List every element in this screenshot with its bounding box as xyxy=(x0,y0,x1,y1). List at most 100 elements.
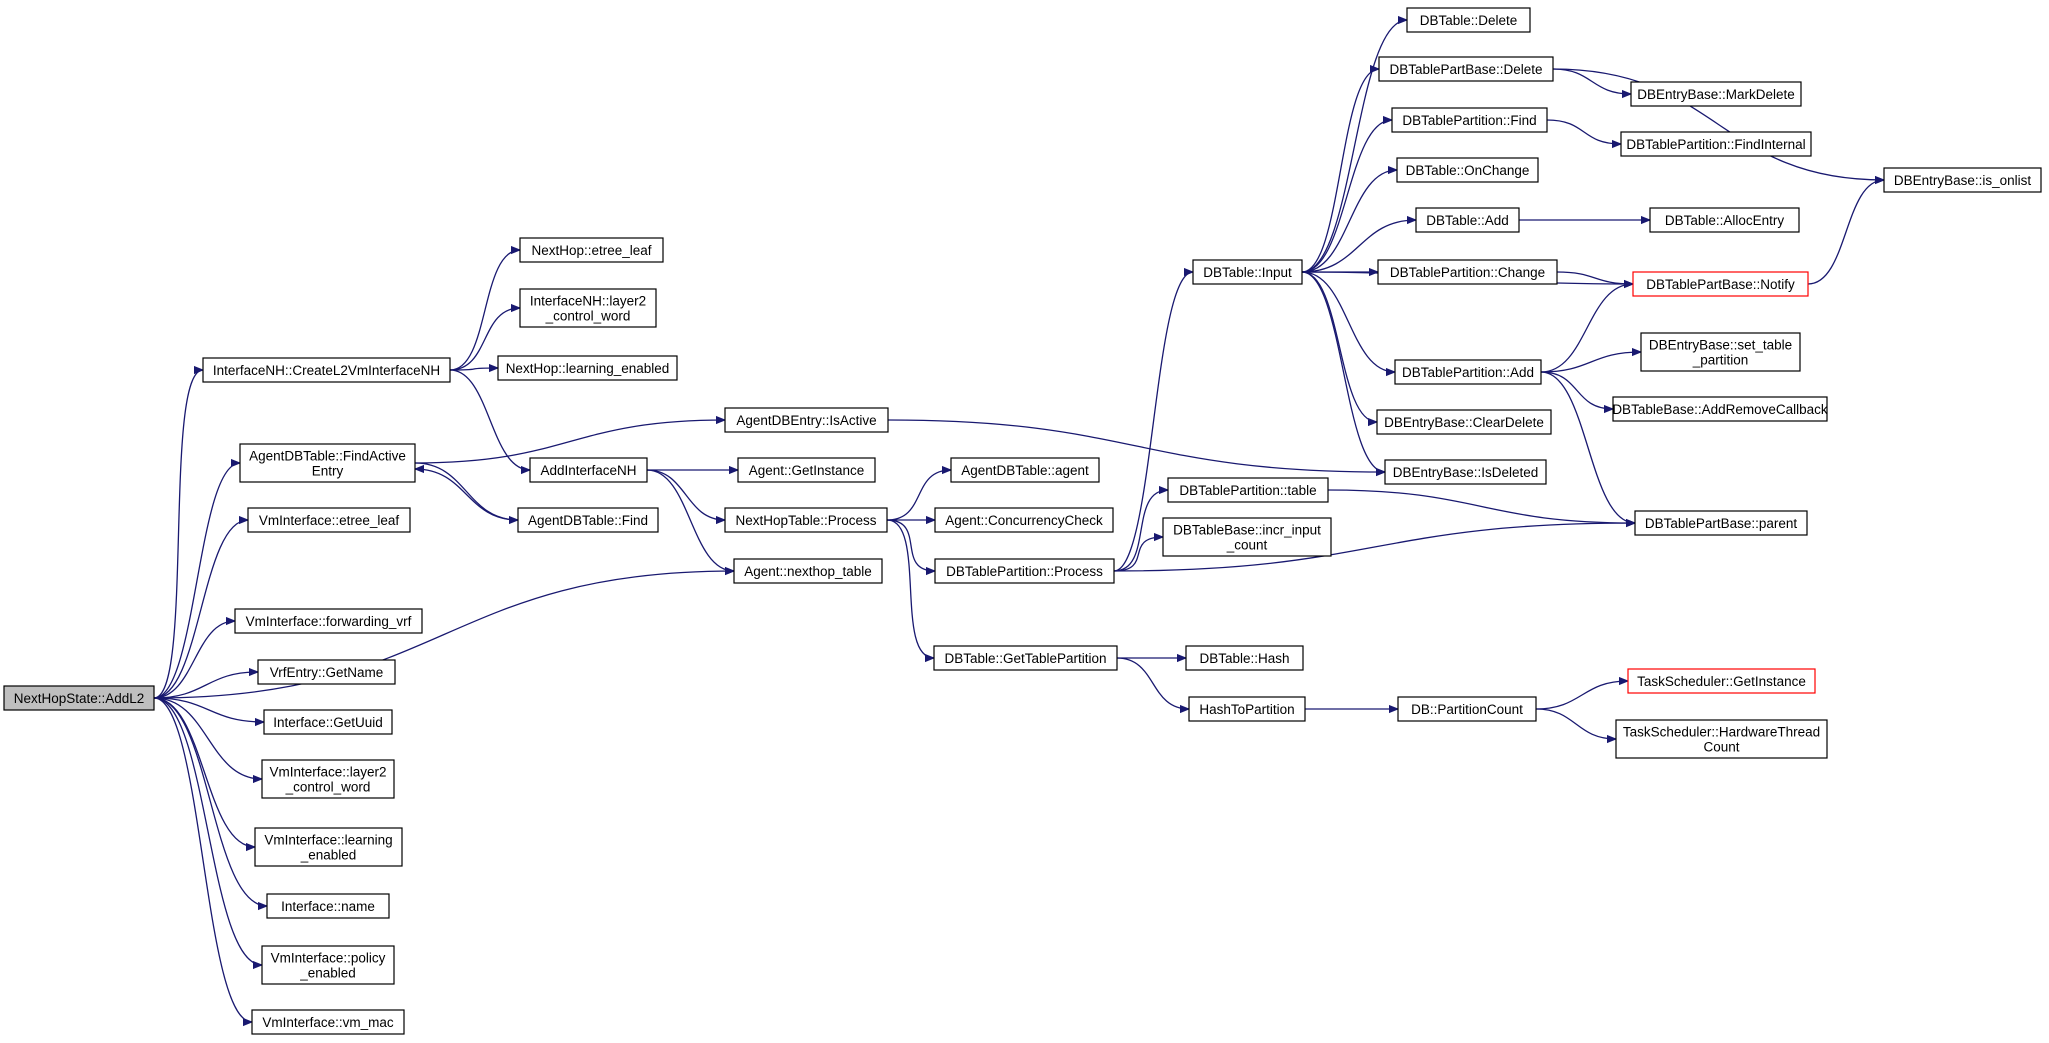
node-box xyxy=(1615,719,1828,759)
node-label: _control_word xyxy=(285,780,371,795)
node-box xyxy=(733,558,883,584)
node-box xyxy=(519,237,664,263)
node-dbt-input[interactable]: DBTable::Input xyxy=(1192,259,1303,285)
node-box xyxy=(529,457,648,483)
node-vmi-vmmac[interactable]: VmInterface::vm_mac xyxy=(251,1009,405,1035)
node-fwd-vrf[interactable]: VmInterface::forwarding_vrf xyxy=(234,608,423,634)
node-getuuid[interactable]: Interface::GetUuid xyxy=(263,709,393,735)
node-dbeb-isdel[interactable]: DBEntryBase::IsDeleted xyxy=(1384,459,1547,485)
node-root[interactable]: NextHopState::AddL2 xyxy=(3,685,155,711)
node-box xyxy=(1167,477,1329,503)
node-db-partcount[interactable]: DB::PartitionCount xyxy=(1397,696,1537,722)
edges-layer xyxy=(153,20,1884,1022)
edge-root-to-vrf-getname xyxy=(153,672,258,699)
node-dbt-onchange[interactable]: DBTable::OnChange xyxy=(1396,157,1539,183)
node-dbt-alloc[interactable]: DBTable::AllocEntry xyxy=(1649,207,1800,233)
node-label: NextHopTable::Process xyxy=(735,513,876,528)
node-box xyxy=(1620,131,1812,157)
edge-dbtp-process-to-dbtp-table xyxy=(1113,490,1168,572)
node-box xyxy=(950,457,1100,483)
node-vmi-learn[interactable]: VmInterface::learning_enabled xyxy=(254,827,403,867)
edge-dbtpb-delete-to-dbeb-markdel xyxy=(1552,68,1631,94)
node-vmi-l2cw[interactable]: VmInterface::layer2_control_word xyxy=(261,759,395,799)
node-box xyxy=(1632,271,1809,297)
edge-dbtpb-notify-to-dbeb-isonlist xyxy=(1807,180,1884,285)
edge-root-to-findactive xyxy=(153,463,241,699)
node-label: VmInterface::forwarding_vrf xyxy=(246,614,412,629)
node-dbt-delete[interactable]: DBTable::Delete xyxy=(1406,7,1531,33)
node-adbt-find[interactable]: AgentDBTable::Find xyxy=(517,507,659,533)
node-dbt-add[interactable]: DBTable::Add xyxy=(1415,207,1520,233)
edge-nht-process-to-adbt-agent xyxy=(886,470,951,521)
edge-dbt-input-to-dbt-delete xyxy=(1301,20,1407,273)
edge-root-to-vmi-vmmac xyxy=(153,697,253,1022)
node-label: DBEntryBase::IsDeleted xyxy=(1393,465,1539,480)
node-nh-learn[interactable]: NextHop::learning_enabled xyxy=(497,355,678,381)
node-dbtpb-delete[interactable]: DBTablePartBase::Delete xyxy=(1378,56,1554,82)
edge-nht-process-to-dbtp-process xyxy=(886,519,935,571)
node-agent-nhtable[interactable]: Agent::nexthop_table xyxy=(733,558,883,584)
node-dbtp-process[interactable]: DBTablePartition::Process xyxy=(934,558,1115,584)
node-dbt-gettp[interactable]: DBTable::GetTablePartition xyxy=(933,645,1118,671)
node-isactive[interactable]: AgentDBEntry::IsActive xyxy=(724,407,889,433)
edge-dbt-input-to-dbeb-isdel xyxy=(1301,271,1386,472)
node-dbeb-markdel[interactable]: DBEntryBase::MarkDelete xyxy=(1630,81,1802,107)
node-box xyxy=(261,759,395,799)
node-box xyxy=(737,457,876,483)
node-label: NextHop::etree_leaf xyxy=(531,243,651,258)
node-box xyxy=(724,407,889,433)
node-hashtop[interactable]: HashToPartition xyxy=(1188,696,1306,722)
node-label: _enabled xyxy=(299,966,356,981)
node-dbeb-isonlist[interactable]: DBEntryBase::is_onlist xyxy=(1883,167,2042,193)
node-agent-getinst[interactable]: Agent::GetInstance xyxy=(737,457,876,483)
node-box xyxy=(497,355,678,381)
node-label: AgentDBTable::Find xyxy=(528,513,648,528)
node-dbeb-cleardel[interactable]: DBEntryBase::ClearDelete xyxy=(1376,409,1552,435)
edge-db-partcount-to-ts-hwthread xyxy=(1535,708,1616,739)
node-dbtp-add[interactable]: DBTablePartition::Add xyxy=(1394,359,1542,385)
node-agent-conc[interactable]: Agent::ConcurrencyCheck xyxy=(934,507,1114,533)
node-inh-l2cw[interactable]: InterfaceNH::layer2_control_word xyxy=(519,288,657,328)
node-dbtpb-notify[interactable]: DBTablePartBase::Notify xyxy=(1632,271,1809,297)
node-addinh[interactable]: AddInterfaceNH xyxy=(529,457,648,483)
node-label: DBTablePartBase::Notify xyxy=(1646,277,1795,292)
edge-dbtp-process-to-dbtb-incr xyxy=(1113,537,1163,572)
edge-dbtp-change-to-dbtpb-notify xyxy=(1556,271,1633,284)
node-box xyxy=(1162,517,1332,557)
node-dbeb-settp[interactable]: DBEntryBase::set_table_partition xyxy=(1640,332,1801,372)
node-box xyxy=(1640,332,1801,372)
edge-dbtp-table-to-dbtpb-parent xyxy=(1327,489,1635,523)
node-label: _count xyxy=(1226,538,1268,553)
node-dbtb-addremove[interactable]: DBTableBase::AddRemoveCallback xyxy=(1612,396,1828,422)
node-createl2[interactable]: InterfaceNH::CreateL2VmInterfaceNH xyxy=(202,357,451,383)
node-label: AgentDBTable::FindActive xyxy=(249,449,406,464)
node-dbtp-change[interactable]: DBTablePartition::Change xyxy=(1377,259,1558,285)
node-adbt-agent[interactable]: AgentDBTable::agent xyxy=(950,457,1100,483)
node-box xyxy=(1192,259,1303,285)
node-ts-getinst[interactable]: TaskScheduler::GetInstance xyxy=(1627,668,1816,694)
node-dbtpb-parent[interactable]: DBTablePartBase::parent xyxy=(1634,510,1808,536)
node-box xyxy=(934,558,1115,584)
node-if-name[interactable]: Interface::name xyxy=(266,893,390,919)
node-nh-etree[interactable]: NextHop::etree_leaf xyxy=(519,237,664,263)
node-box xyxy=(1612,396,1828,422)
node-nht-process[interactable]: NextHopTable::Process xyxy=(724,507,888,533)
node-label: VmInterface::learning xyxy=(264,833,392,848)
node-vrf-getname[interactable]: VrfEntry::GetName xyxy=(257,659,396,685)
node-label: DBEntryBase::MarkDelete xyxy=(1637,87,1795,102)
node-vmi-policy[interactable]: VmInterface::policy_enabled xyxy=(261,945,395,985)
node-box xyxy=(263,709,393,735)
node-box xyxy=(261,945,395,985)
edge-root-to-getuuid xyxy=(153,697,264,722)
node-dbt-hash[interactable]: DBTable::Hash xyxy=(1185,645,1304,671)
node-dbtb-incr[interactable]: DBTableBase::incr_input_count xyxy=(1162,517,1332,557)
node-dbtp-findint[interactable]: DBTablePartition::FindInternal xyxy=(1620,131,1812,157)
edge-dbtp-add-to-dbtpb-notify xyxy=(1540,284,1633,373)
edge-dbtp-add-to-dbtpb-parent xyxy=(1540,371,1635,523)
node-dbtp-table[interactable]: DBTablePartition::table xyxy=(1167,477,1329,503)
node-dbtp-find[interactable]: DBTablePartition::Find xyxy=(1391,107,1548,133)
edge-root-to-fwd-vrf xyxy=(153,621,235,699)
node-vmi-etree[interactable]: VmInterface::etree_leaf xyxy=(247,507,411,533)
